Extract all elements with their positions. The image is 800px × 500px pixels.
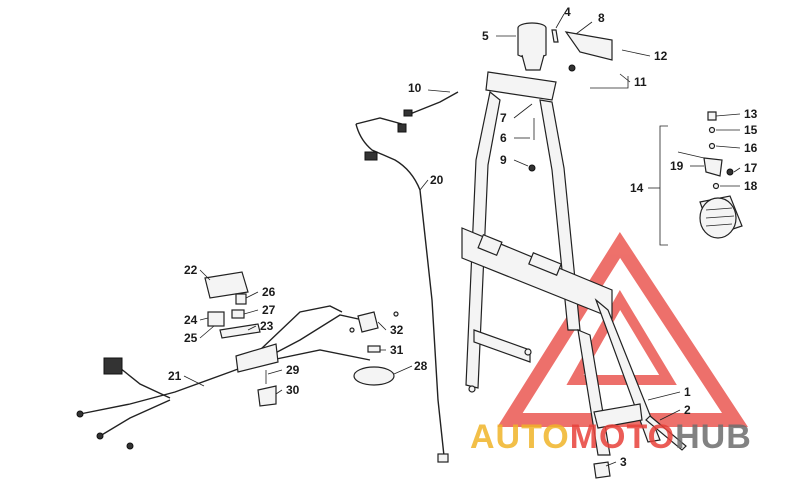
light-screw-18	[712, 182, 720, 190]
watermark-wordmark: AUTOMOTOHUB	[470, 418, 752, 456]
wire-10	[409, 91, 459, 115]
mount-30	[257, 385, 277, 407]
watermark-moto: MOTO	[570, 418, 675, 456]
light-nut-17	[726, 168, 734, 176]
rack-frame	[461, 71, 661, 456]
svg-text:AUTOMOTOHUB: AUTOMOTOHUB	[470, 418, 752, 456]
wire-10-connector	[403, 109, 413, 117]
foot-3	[593, 461, 611, 479]
label-26: 26	[262, 285, 276, 299]
label-29: 29	[286, 363, 300, 377]
watermark-triangle-inner	[566, 290, 677, 385]
harness-20-plug-b	[397, 123, 407, 133]
harness-21-branch-d	[261, 349, 371, 363]
leader-lines	[183, 13, 741, 467]
relay-24	[207, 311, 225, 327]
gasket-23	[219, 323, 261, 339]
harness-20-branch	[355, 117, 403, 125]
group-14-bracket-line	[659, 125, 668, 246]
label-13: 13	[744, 107, 758, 121]
mirror-28	[353, 366, 395, 386]
label-14: 14	[630, 181, 644, 195]
light-bracket	[703, 157, 723, 177]
label-6: 6	[500, 131, 507, 145]
switch-32	[357, 311, 379, 333]
label-20: 20	[430, 173, 444, 187]
harness-21-terminal-b	[96, 432, 104, 440]
label-11: 11	[634, 75, 647, 89]
screw-32-b	[349, 327, 355, 333]
connector-31	[367, 345, 381, 353]
fuse-box	[235, 343, 279, 373]
harness-21-terminal-a	[76, 410, 84, 418]
label-21: 21	[168, 369, 182, 383]
part-labels: 1 2 3 4 5 6 7 8 9 10 11 12 13 14 15 16 1…	[168, 5, 758, 469]
light-bolt	[677, 151, 705, 159]
watermark-hub: HUB	[675, 418, 752, 456]
light-washer-16	[708, 142, 716, 150]
label-18: 18	[744, 179, 758, 193]
label-12: 12	[654, 49, 668, 63]
screw-32-a	[393, 311, 399, 317]
label-5: 5	[482, 29, 489, 43]
bolt-2	[645, 415, 687, 451]
label-32: 32	[390, 323, 404, 337]
label-24: 24	[184, 313, 198, 327]
label-31: 31	[390, 343, 404, 357]
label-15: 15	[744, 123, 758, 137]
label-9: 9	[500, 153, 507, 167]
label-1: 1	[684, 385, 691, 399]
label-28: 28	[414, 359, 428, 373]
bracket-screw	[551, 29, 559, 43]
work-light	[699, 195, 743, 239]
label-16: 16	[744, 141, 758, 155]
label-25: 25	[184, 331, 198, 345]
mount-bracket	[564, 31, 613, 61]
harness-21-branch-b	[99, 399, 171, 437]
label-8: 8	[598, 11, 605, 25]
watermark-auto: AUTO	[470, 418, 570, 456]
label-22: 22	[184, 263, 198, 277]
relay-26	[235, 293, 247, 305]
label-30: 30	[286, 383, 300, 397]
label-4: 4	[564, 5, 571, 19]
harness-21-plug	[103, 357, 123, 375]
label-3: 3	[620, 455, 627, 469]
harness-20-plug-a	[364, 151, 378, 161]
label-23: 23	[260, 319, 274, 333]
label-27: 27	[262, 303, 276, 317]
label-2: 2	[684, 403, 691, 417]
label-19: 19	[670, 159, 684, 173]
harness-20-end	[437, 453, 449, 463]
frame-nut	[528, 164, 536, 172]
label-7: 7	[500, 111, 507, 125]
light-washer-15	[708, 126, 716, 134]
label-17: 17	[744, 161, 758, 175]
harness-21-branch-a	[119, 367, 171, 399]
harness-21-terminal-c	[126, 442, 134, 450]
beacon-light	[517, 22, 547, 71]
fuse-cover	[204, 271, 249, 299]
label-10: 10	[408, 81, 422, 95]
fuse-27	[231, 309, 245, 319]
harness-21-branch-c	[259, 305, 343, 351]
group-11-line	[590, 76, 629, 89]
bracket-nut	[568, 64, 576, 72]
light-screw-13	[707, 111, 717, 121]
